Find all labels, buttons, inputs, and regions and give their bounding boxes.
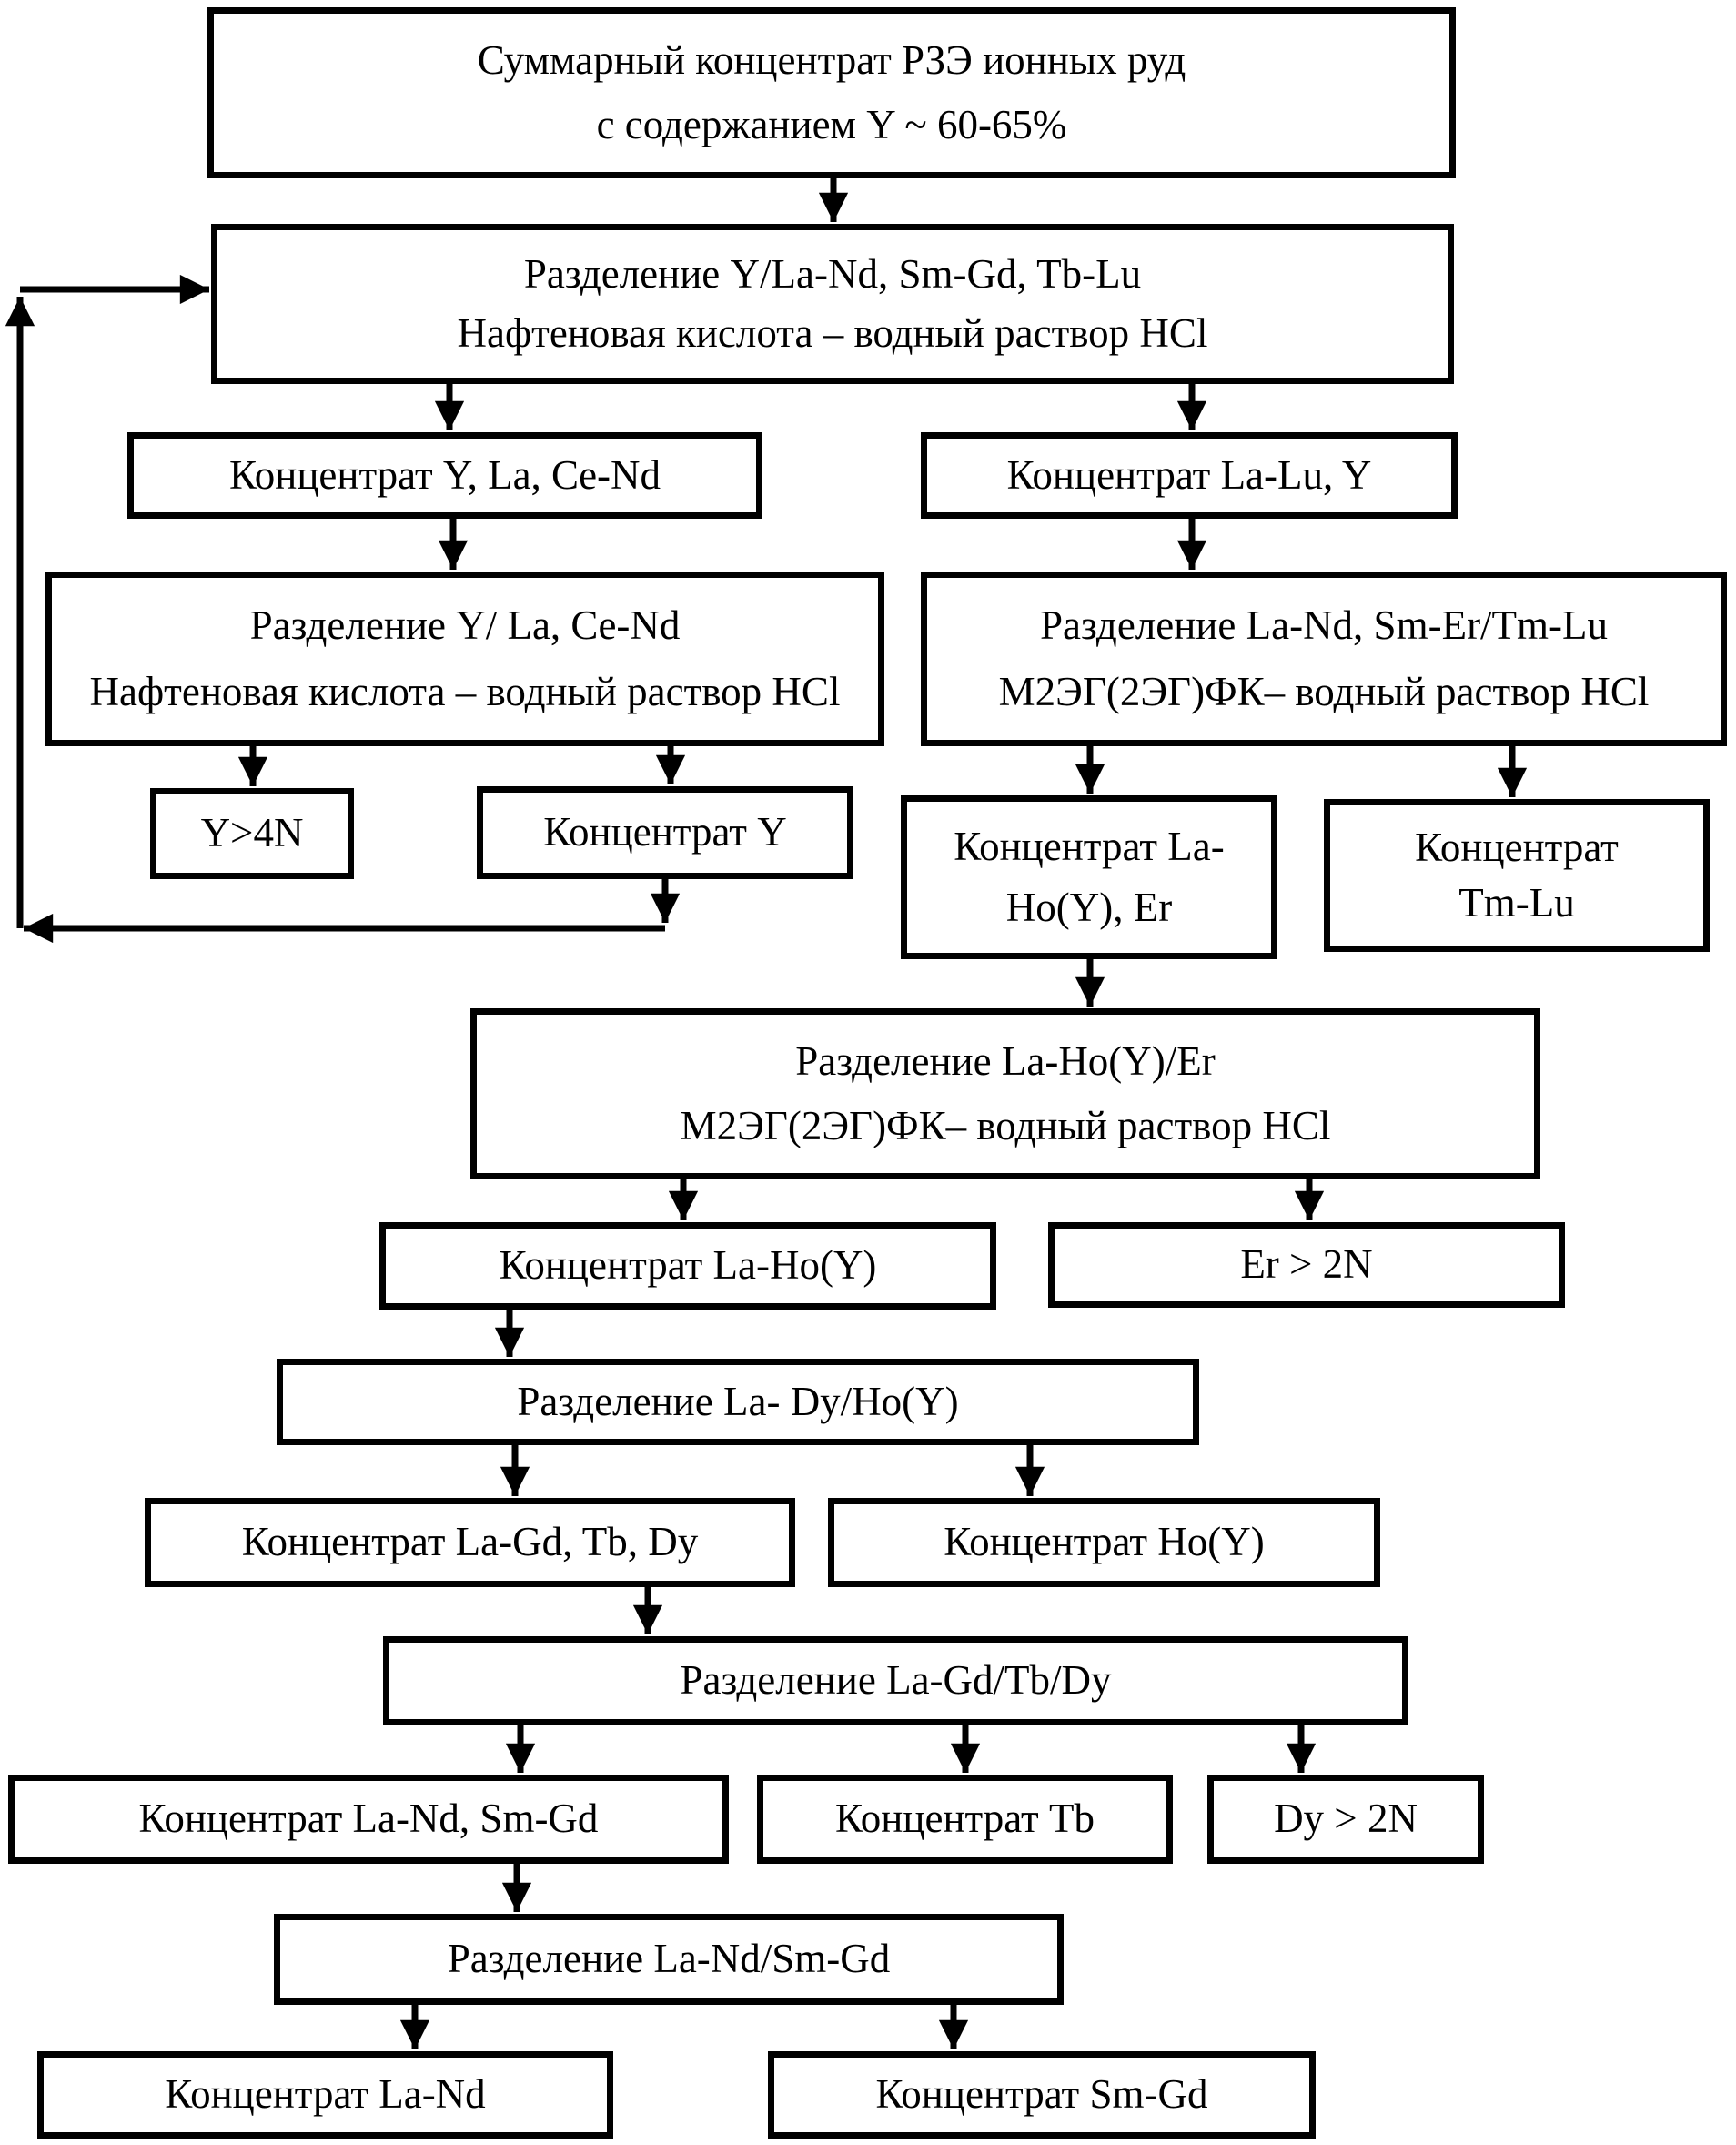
node-text: Концентрат La-Ho(Y)	[499, 1242, 877, 1289]
node-concentrate-ho-y: Концентрат Ho(Y)	[828, 1498, 1380, 1587]
node-text: Dy > 2N	[1274, 1796, 1418, 1842]
node-separation-la-nd-sm-er-tm-lu: Разделение La-Nd, Sm-Er/Tm-Lu М2ЭГ(2ЭГ)Ф…	[921, 572, 1727, 746]
node-text: Разделение La-Nd/Sm-Gd	[447, 1936, 891, 1982]
node-text: Концентрат Tb	[835, 1796, 1095, 1842]
node-text: Концентрат Y, La, Ce-Nd	[228, 451, 661, 498]
node-text: Концентрат La-Nd, Sm-Gd	[138, 1796, 599, 1842]
node-concentrate-la-ho-y: Концентрат La-Ho(Y)	[379, 1222, 996, 1310]
node-concentrate-la-nd-sm-gd: Концентрат La-Nd, Sm-Gd	[8, 1775, 729, 1864]
node-text: Разделение La- Dy/Ho(Y)	[517, 1378, 959, 1424]
node-separation-y-la-nd-sm-gd-tb-lu: Разделение Y/La-Nd, Sm-Gd, Tb-Lu Нафтено…	[211, 224, 1454, 384]
node-text: Y>4N	[200, 810, 304, 856]
node-text: Нафтеновая кислота – водный раствор HCl	[457, 309, 1208, 356]
node-text: Нафтеновая кислота – водный раствор HCl	[89, 668, 841, 714]
node-text: с содержанием Y ~ 60-65%	[596, 101, 1067, 147]
node-text: Tm-Lu	[1458, 879, 1575, 926]
node-text: Концентрат La-Lu, Y	[1006, 451, 1372, 498]
node-text: Концентрат Ho(Y)	[944, 1519, 1265, 1565]
node-text: Концентрат Y	[543, 809, 787, 855]
node-text: М2ЭГ(2ЭГ)ФК– водный раствор HCl	[998, 668, 1650, 714]
node-text: Концентрат La-Nd	[165, 2071, 486, 2118]
node-concentrate-la-lu-y: Концентрат La-Lu, Y	[921, 432, 1458, 519]
node-concentrate-la-ho-y-er: Концентрат La- Ho(Y), Er	[901, 795, 1277, 959]
node-concentrate-sm-gd: Концентрат Sm-Gd	[768, 2051, 1316, 2139]
node-text: Концентрат La-	[954, 823, 1225, 869]
node-text: Ho(Y), Er	[1005, 884, 1173, 930]
node-separation-la-gd-tb-dy: Разделение La-Gd/Tb/Dy	[383, 1636, 1408, 1725]
node-y-greater-4n: Y>4N	[150, 788, 354, 879]
node-concentrate-y-la-ce-nd: Концентрат Y, La, Ce-Nd	[127, 432, 762, 519]
node-separation-y-la-ce-nd: Разделение Y/ La, Ce-Nd Нафтеновая кисло…	[45, 572, 884, 746]
node-text: Концентрат	[1415, 824, 1619, 870]
node-concentrate-tm-lu: Концентрат Tm-Lu	[1324, 799, 1710, 952]
node-concentrate-y: Концентрат Y	[477, 786, 853, 879]
node-text: Разделение Y/La-Nd, Sm-Gd, Tb-Lu	[523, 250, 1142, 297]
node-concentrate-la-gd-tb-dy: Концентрат La-Gd, Tb, Dy	[145, 1498, 795, 1587]
node-summary-ree-concentrate: Суммарный концентрат РЗЭ ионных руд с со…	[207, 7, 1456, 178]
node-separation-la-ho-y-er: Разделение La-Ho(Y)/Er М2ЭГ(2ЭГ)ФК– водн…	[470, 1008, 1540, 1179]
node-text: Суммарный концентрат РЗЭ ионных руд	[477, 36, 1186, 83]
node-text: Разделение Y/ La, Ce-Nd	[249, 602, 681, 648]
node-concentrate-la-nd: Концентрат La-Nd	[37, 2051, 613, 2139]
node-text: Разделение La-Nd, Sm-Er/Tm-Lu	[1039, 602, 1609, 648]
node-separation-la-nd-sm-gd: Разделение La-Nd/Sm-Gd	[274, 1914, 1064, 2005]
node-text: Концентрат La-Gd, Tb, Dy	[241, 1519, 699, 1565]
node-concentrate-tb: Концентрат Tb	[757, 1775, 1173, 1864]
node-separation-la-dy-ho-y: Разделение La- Dy/Ho(Y)	[277, 1359, 1199, 1445]
node-text: Разделение La-Gd/Tb/Dy	[680, 1657, 1112, 1704]
node-dy-greater-2n: Dy > 2N	[1207, 1775, 1484, 1864]
node-text: Er > 2N	[1240, 1241, 1373, 1288]
node-text: Разделение La-Ho(Y)/Er	[795, 1037, 1216, 1084]
node-text: М2ЭГ(2ЭГ)ФК– водный раствор HCl	[680, 1102, 1331, 1148]
node-er-greater-2n: Er > 2N	[1048, 1222, 1565, 1308]
node-text: Концентрат Sm-Gd	[875, 2071, 1208, 2118]
